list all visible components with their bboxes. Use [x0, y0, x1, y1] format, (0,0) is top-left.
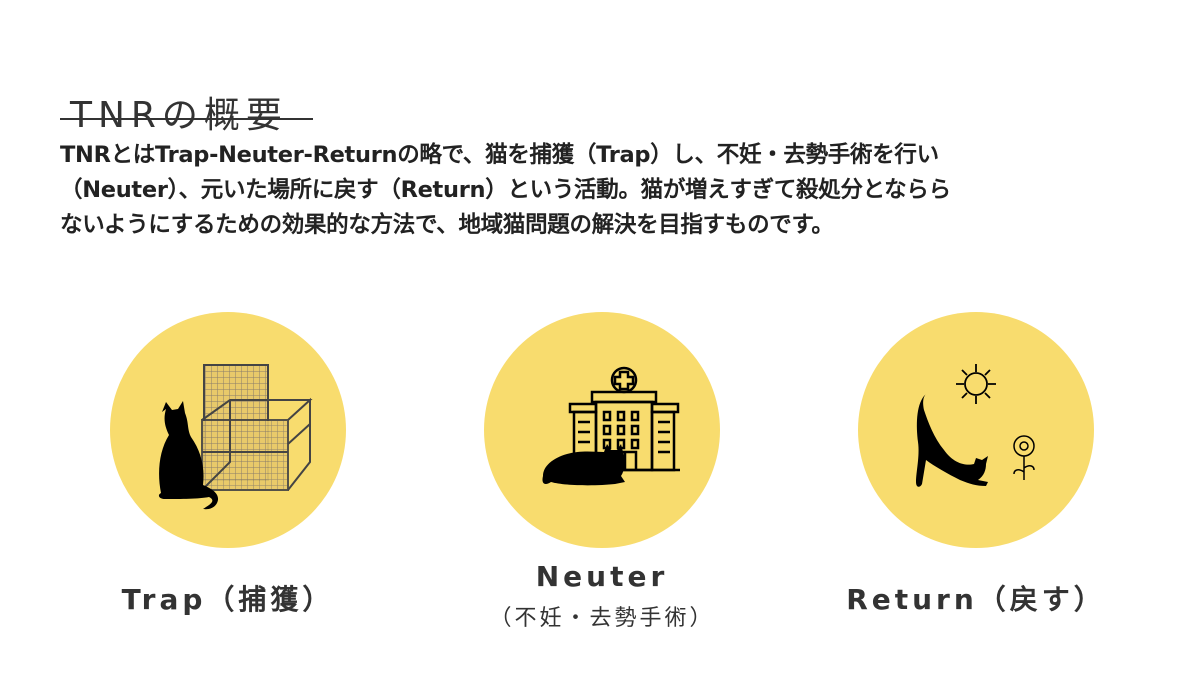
cat-trap-cage-icon [158, 364, 313, 510]
neuter-circle [484, 312, 720, 548]
flower-icon [1013, 435, 1035, 480]
description: TNRとはTrap-Neuter-Returnの略で、猫を捕獲（Trap）し、不… [60, 138, 1150, 243]
sun-icon [956, 364, 996, 404]
description-line: ないようにするための効果的な方法で、地域猫問題の解決を目指すものです。 [60, 212, 834, 238]
return-circle [858, 312, 1094, 548]
step-label-return: Return（戻す） [846, 583, 1106, 616]
description-line: TNRとはTrap-Neuter-Returnの略で、猫を捕獲（Trap）し、不… [60, 142, 939, 168]
step-label-trap: Trap（捕獲） [121, 583, 335, 616]
description-line: （Neuter）、元いた場所に戻す（Return）という活動。猫が増えすぎて殺処… [60, 177, 951, 203]
trap-circle [110, 312, 346, 548]
cat-sun-flower-icon [916, 364, 1035, 487]
title-underline [60, 118, 313, 120]
cat-hospital-icon [542, 366, 680, 486]
step-sublabel-neuter: （不妊・去勢手術） [489, 606, 715, 631]
step-label-neuter: Neuter [535, 560, 669, 593]
page-title: TNRの概要 [70, 95, 288, 137]
